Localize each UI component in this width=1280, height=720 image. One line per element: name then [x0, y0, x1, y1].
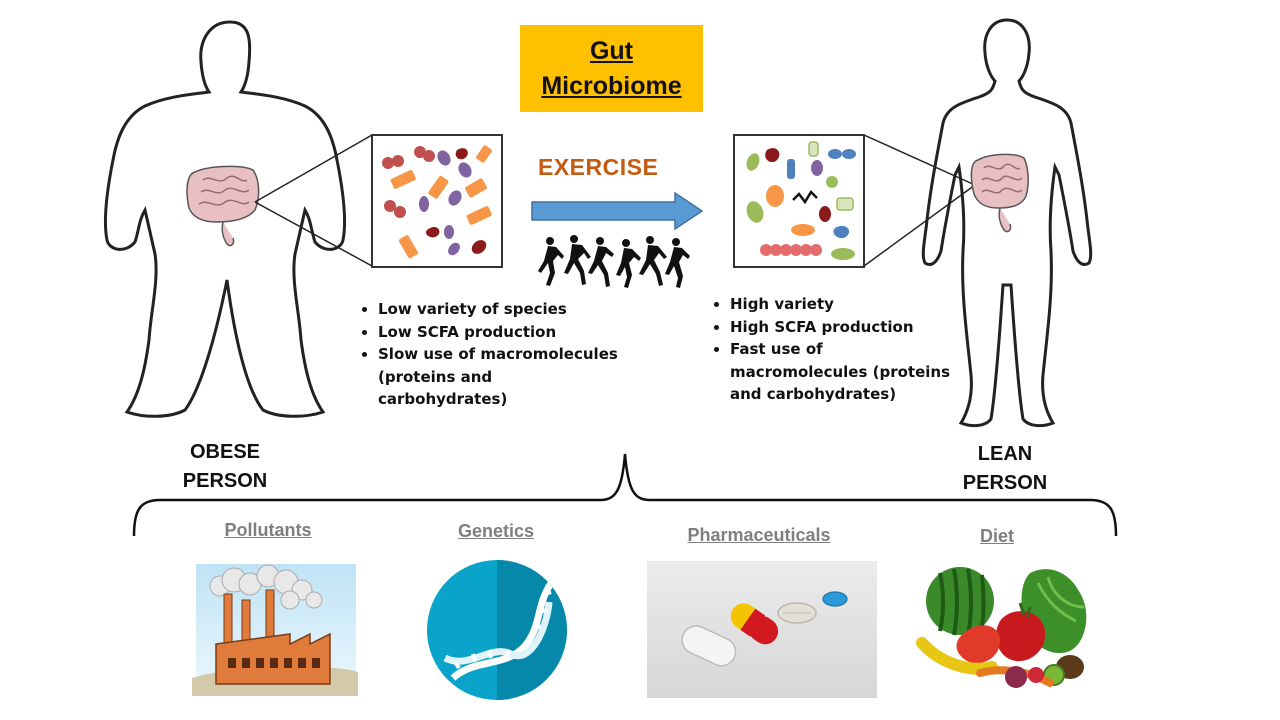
- fruits-vegetables-icon: [916, 567, 1087, 688]
- diet-label: Diet: [979, 526, 1014, 546]
- exercise-label: EXERCISE: [538, 154, 659, 180]
- obese-label-line1: OBESE: [189, 441, 261, 463]
- title-box: Gut Microbiome: [520, 25, 703, 112]
- title-line1: Gut: [589, 36, 634, 65]
- lean-bullet: Fast use of macromolecules (proteins and…: [730, 338, 960, 406]
- obese-characteristics: Low variety of species Low SCFA producti…: [348, 298, 618, 411]
- obese-intestine-icon: [186, 165, 260, 247]
- factory-icon: [192, 564, 358, 696]
- obese-label-line2: PERSON: [182, 470, 268, 492]
- runners-icon: [538, 235, 690, 288]
- lean-characteristics: High variety High SCFA production Fast u…: [700, 293, 960, 406]
- lean-bullet: High SCFA production: [730, 316, 960, 339]
- lean-bullet: High variety: [730, 293, 960, 316]
- lean-microbiome-box: [733, 134, 865, 268]
- obese-bullet: Slow use of macromolecules (proteins and…: [378, 343, 618, 411]
- obese-bullet: Low SCFA production: [378, 321, 618, 344]
- pollutants-label: Pollutants: [224, 520, 312, 540]
- lean-label-line1: LEAN: [977, 443, 1033, 465]
- pills-icon: [647, 561, 877, 698]
- obese-person-label: OBESE PERSON: [165, 438, 285, 496]
- lean-label-line2: PERSON: [962, 472, 1048, 494]
- genetics-label: Genetics: [457, 521, 535, 541]
- pharmaceuticals-label: Pharmaceuticals: [687, 525, 831, 545]
- title-line2: Microbiome: [541, 71, 682, 100]
- obese-person-figure: [103, 20, 347, 418]
- lean-intestine-icon: [970, 153, 1029, 233]
- obese-microbiome-box: [371, 134, 503, 268]
- exercise-arrow-icon: [531, 191, 704, 231]
- dna-icon: [427, 560, 567, 700]
- lean-person-label: LEAN PERSON: [945, 440, 1065, 498]
- lean-person-figure: [921, 18, 1093, 428]
- obese-bullet: Low variety of species: [378, 298, 618, 321]
